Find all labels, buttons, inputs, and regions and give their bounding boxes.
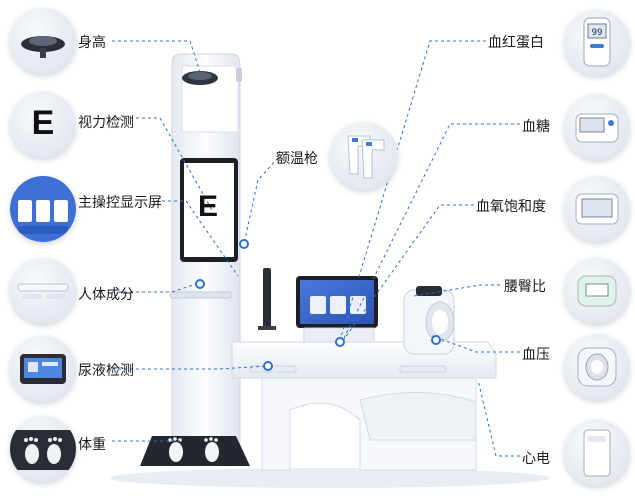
body-composition-thumbnail [10,258,76,324]
desk-tablet [296,276,378,343]
floor-scale [140,436,250,466]
vision-label: 视力检测 [78,115,134,131]
urine-thumbnail [10,336,76,402]
waist-hip-label: 腰臀比 [504,279,546,295]
spo2-thumbnail [564,176,630,242]
main-display [180,158,238,262]
hemoglobin-meter-icon: 99 [583,17,611,67]
pulse-oximeter-icon [575,193,619,225]
bp-cuff-device [403,286,455,355]
floor-shadow [110,468,550,488]
kiosk-desk [231,341,497,471]
display-thumbnail [10,176,76,242]
glucose-label: 血糖 [522,119,550,135]
leader-dots [195,239,441,371]
footprint-scale-icon [10,430,76,470]
eye-chart-icon: E [31,104,55,142]
waist-hip-thumbnail [564,258,630,324]
body-composition-handles [169,291,233,299]
height-thumbnail [10,8,76,74]
glucose-meter-icon [575,113,619,143]
weight-thumbnail [10,416,76,482]
ecg-device-icon [583,429,611,477]
stand-pole [258,268,276,330]
touch-display-icon [10,176,76,242]
leader-lines [112,40,520,457]
tape-measure-icon [577,275,617,307]
weight-label: 体重 [78,437,106,453]
spo2-label: 血氧饱和度 [476,199,546,215]
height-label: 身高 [78,35,106,51]
blood-pressure-label: 血压 [522,347,550,363]
glucose-thumbnail [564,94,630,160]
hemoglobin-readout: 99 [592,28,603,38]
display-label: 主操控显示屏 [78,195,162,211]
hemoglobin-label: 血红蛋白 [488,35,544,51]
ecg-thumbnail [564,420,630,486]
bp-cuff-icon [577,347,617,387]
thermometer-label: 额温枪 [276,151,318,167]
vision-thumbnail: E [10,92,76,158]
hemoglobin-thumbnail: 99 [564,10,630,76]
forehead-thermometer-icon [347,135,385,179]
height-sensor-icon [21,36,65,58]
body-composition-label: 人体成分 [78,287,134,303]
urine-analyzer-icon [20,354,66,384]
body-composition-handles-icon [17,283,69,299]
urine-label: 尿液检测 [78,363,134,379]
blood-pressure-thumbnail [564,334,630,400]
thermometer-thumbnail [330,122,398,190]
ecg-label: 心电 [522,451,550,467]
display-eye-chart-glyph: E [197,190,218,223]
